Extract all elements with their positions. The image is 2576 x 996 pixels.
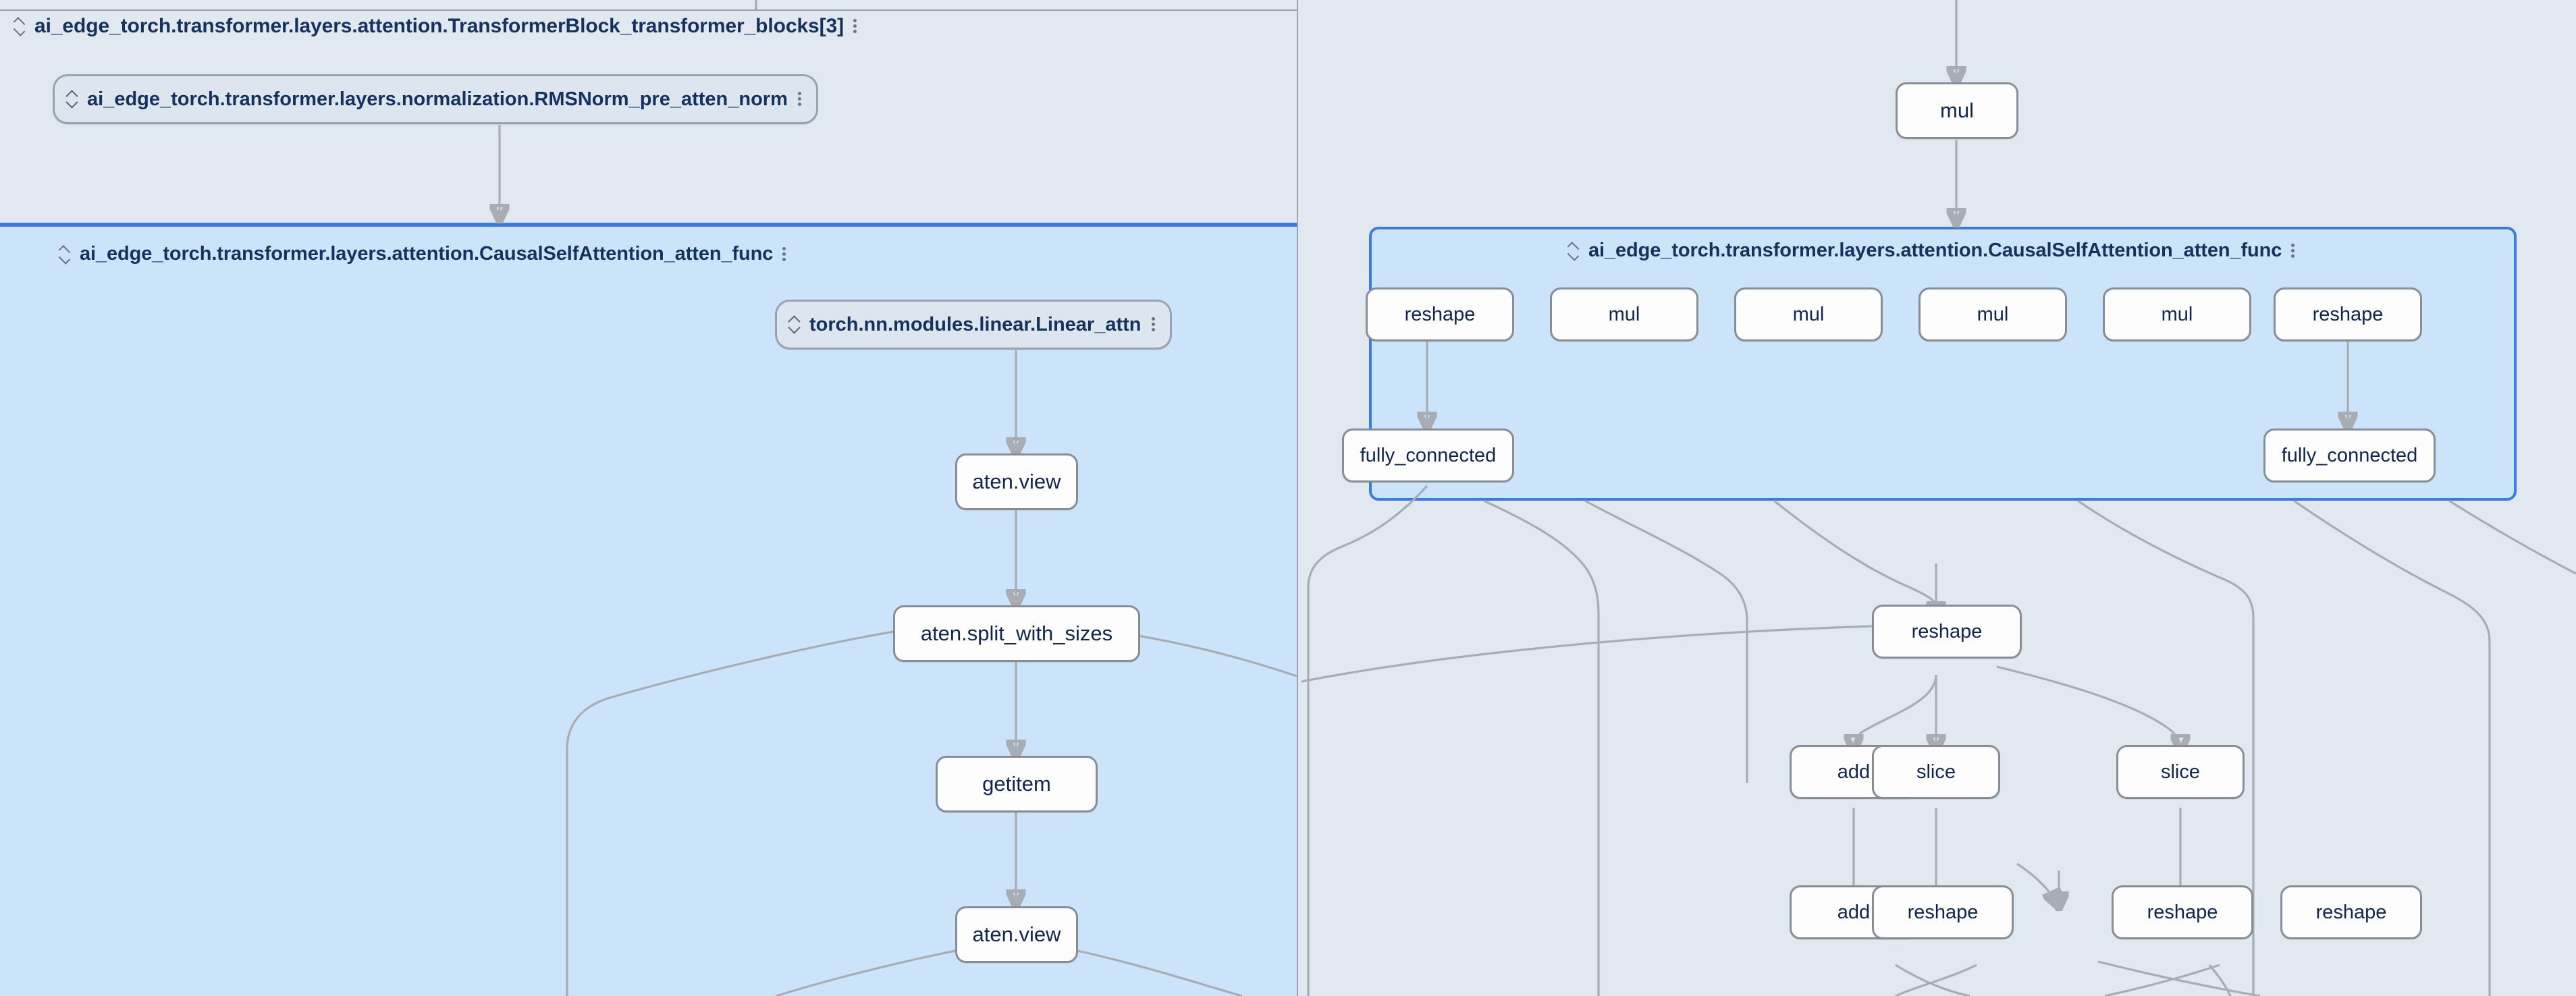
kebab-menu-icon[interactable]	[782, 246, 787, 263]
reshape-node-3[interactable]: reshape	[1872, 605, 2022, 659]
kebab-menu-icon[interactable]	[1151, 316, 1156, 333]
kebab-menu-icon[interactable]	[853, 18, 858, 35]
node-label: fully_connected	[2281, 444, 2418, 466]
mul-node-4[interactable]: mul	[2103, 287, 2251, 341]
expand-collapse-icon[interactable]	[12, 18, 26, 35]
node-label: slice	[2160, 760, 2200, 783]
causal-self-attention-group-header[interactable]: ai_edge_torch.transformer.layers.attenti…	[57, 243, 787, 265]
fully-connected-node-1[interactable]: fully_connected	[1342, 428, 1514, 482]
node-label: reshape	[1907, 901, 1979, 923]
reshape-node-5[interactable]: reshape	[2112, 885, 2253, 939]
node-label: reshape	[2147, 901, 2218, 923]
kebab-menu-icon[interactable]	[797, 90, 803, 108]
node-label: reshape	[2315, 901, 2387, 923]
node-label: reshape	[2312, 303, 2384, 325]
collapse-chevron-icon[interactable]	[788, 314, 800, 335]
expand-collapse-icon[interactable]	[1566, 242, 1580, 260]
node-label: getitem	[982, 772, 1051, 796]
rmsnorm-pill-label: ai_edge_torch.transformer.layers.normali…	[87, 88, 788, 110]
mul-node-top[interactable]: mul	[1896, 82, 2018, 139]
reshape-node-1[interactable]: reshape	[1366, 287, 1514, 341]
collapse-chevron-icon[interactable]	[65, 89, 78, 109]
node-label: mul	[1792, 303, 1825, 325]
node-label: mul	[1608, 303, 1640, 325]
node-label: aten.view	[972, 470, 1061, 493]
right-graph-pane[interactable]: ai_edge_torch.transformer.layers.attenti…	[1302, 0, 2576, 996]
mul-node-3[interactable]: mul	[1918, 287, 2067, 341]
node-label: add	[1837, 901, 1871, 923]
mul-node-1[interactable]: mul	[1550, 287, 1698, 341]
transformer-block-group-label: ai_edge_torch.transformer.layers.attenti…	[34, 15, 844, 37]
node-label: aten.view	[972, 922, 1061, 946]
fully-connected-node-2[interactable]: fully_connected	[2263, 428, 2436, 482]
slice-node-2[interactable]: slice	[2116, 745, 2245, 799]
node-label: reshape	[1911, 620, 1983, 642]
node-label: fully_connected	[1360, 444, 1497, 466]
left-graph-pane[interactable]: ai_edge_torch.transformer.layers.attenti…	[0, 0, 1297, 996]
node-label: slice	[1916, 760, 1956, 783]
node-label: mul	[2161, 303, 2193, 325]
node-label: mul	[1977, 303, 2009, 325]
aten-view-node-2[interactable]: aten.view	[955, 906, 1078, 963]
reshape-node-2[interactable]: reshape	[2274, 287, 2422, 341]
linear-attn-pill[interactable]: torch.nn.modules.linear.Linear_attn	[775, 300, 1172, 350]
node-label: mul	[1940, 99, 1974, 122]
slice-node-1[interactable]: slice	[1872, 745, 2000, 799]
causal-self-attention-group-label: ai_edge_torch.transformer.layers.attenti…	[80, 243, 774, 265]
linear-attn-pill-label: torch.nn.modules.linear.Linear_attn	[809, 313, 1142, 335]
node-label: reshape	[1404, 303, 1476, 325]
pane-divider[interactable]	[1297, 0, 1302, 996]
rmsnorm-pre-atten-norm-pill[interactable]: ai_edge_torch.transformer.layers.normali…	[53, 74, 818, 124]
reshape-node-4[interactable]: reshape	[1872, 885, 2014, 939]
causal-self-attention-group-right-header[interactable]: ai_edge_torch.transformer.layers.attenti…	[1566, 240, 2296, 262]
aten-split-with-sizes-node[interactable]: aten.split_with_sizes	[893, 605, 1140, 662]
causal-self-attention-group-right-label: ai_edge_torch.transformer.layers.attenti…	[1588, 240, 2282, 261]
node-label: add	[1837, 760, 1871, 783]
reshape-node-6[interactable]: reshape	[2280, 885, 2422, 939]
kebab-menu-icon[interactable]	[2290, 242, 2296, 260]
mul-node-2[interactable]: mul	[1734, 287, 1883, 341]
transformer-block-group-header[interactable]: ai_edge_torch.transformer.layers.attenti…	[12, 15, 858, 38]
aten-view-node-1[interactable]: aten.view	[955, 453, 1078, 510]
getitem-node[interactable]: getitem	[936, 756, 1098, 812]
expand-collapse-icon[interactable]	[57, 246, 71, 263]
node-label: aten.split_with_sizes	[920, 621, 1113, 645]
